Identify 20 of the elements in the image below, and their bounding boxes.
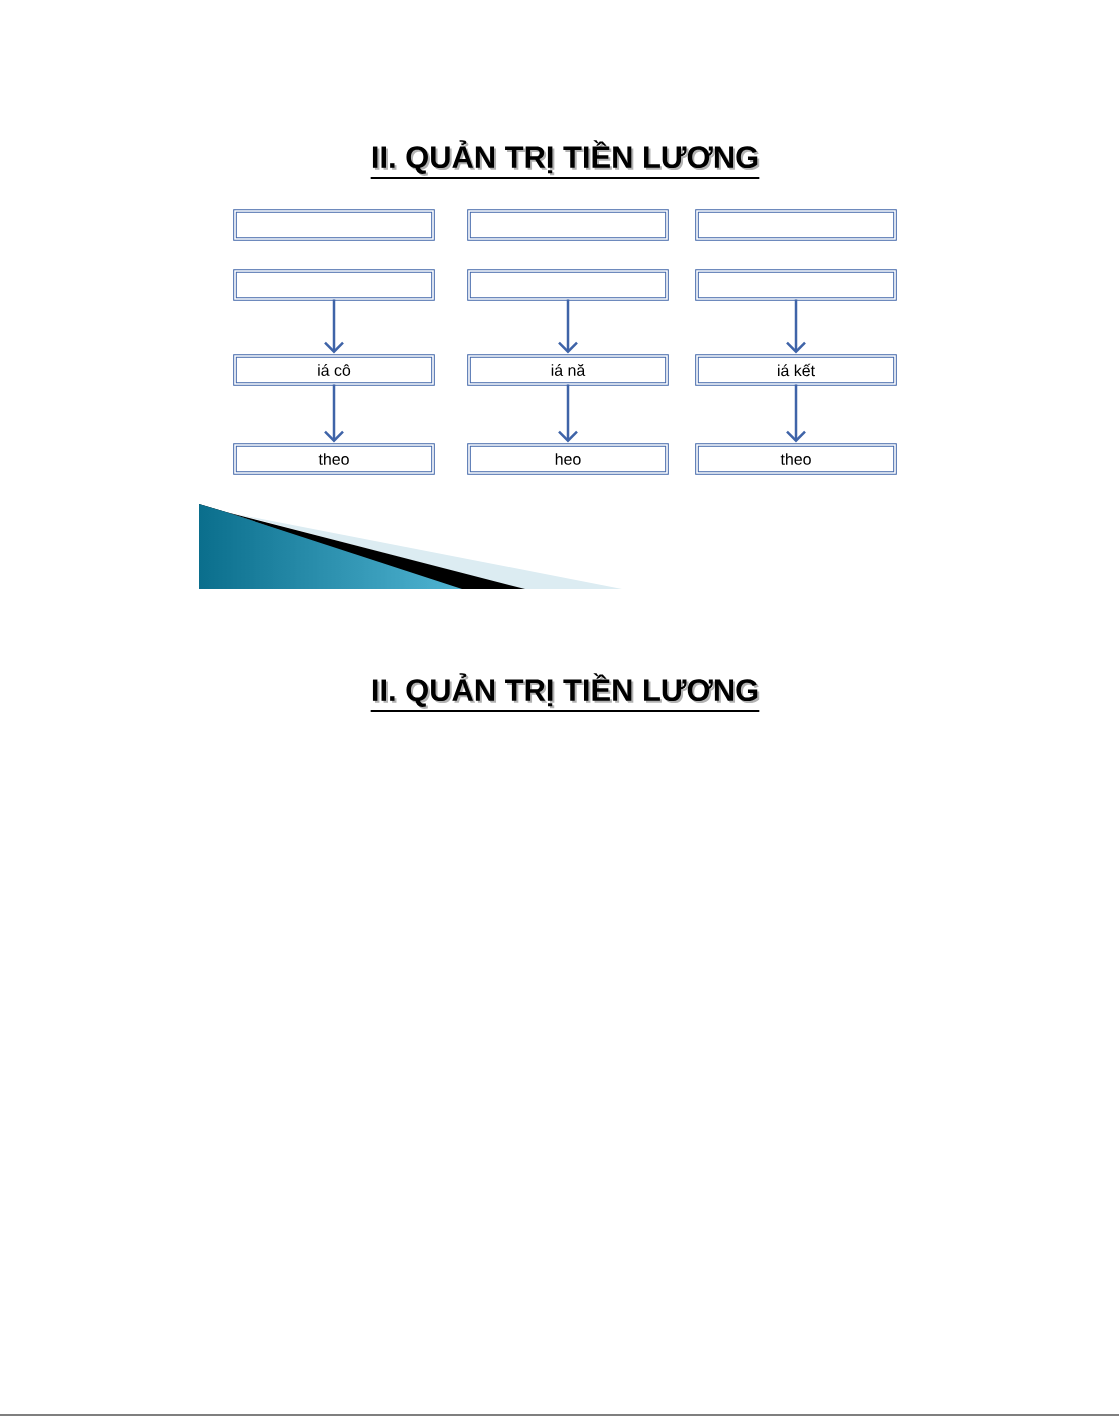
arrow <box>786 384 806 443</box>
arrow <box>324 384 344 443</box>
empty-box <box>695 269 897 301</box>
arrow <box>786 299 806 354</box>
empty-box <box>467 269 669 301</box>
text-box: theo <box>695 443 897 475</box>
page-title: II. QUẢN TRỊ TIỀN LƯƠNG <box>369 673 761 713</box>
text-box: theo <box>233 443 435 475</box>
empty-box <box>233 269 435 301</box>
arrow <box>558 299 578 354</box>
arrow <box>558 384 578 443</box>
text-box: iá cô <box>233 354 435 386</box>
text-box: iá nă <box>467 354 669 386</box>
arrow <box>324 299 344 354</box>
text-box: iá kết <box>695 354 897 386</box>
page-title: II. QUẢN TRỊ TIỀN LƯƠNG <box>369 140 761 180</box>
empty-box <box>467 209 669 241</box>
empty-box <box>233 209 435 241</box>
empty-box <box>695 209 897 241</box>
text-box: heo <box>467 443 669 475</box>
